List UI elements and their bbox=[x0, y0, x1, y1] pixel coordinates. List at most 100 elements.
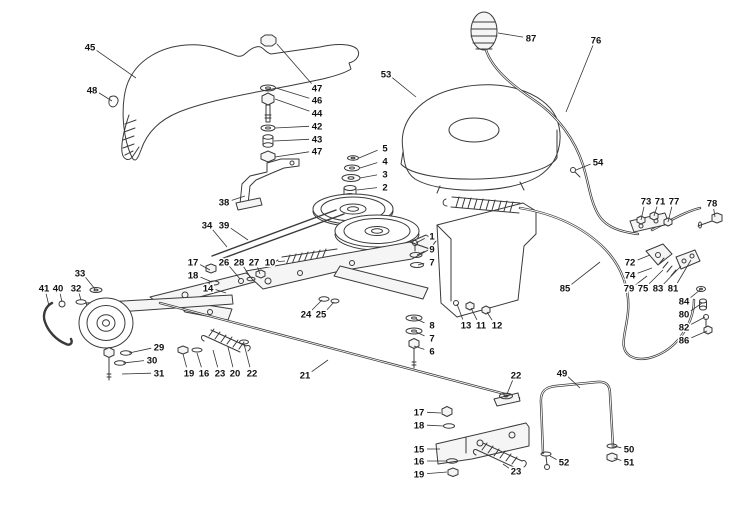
leader-line-75 bbox=[648, 269, 664, 285]
callout-47: 47 bbox=[312, 84, 323, 95]
leader-line-76 bbox=[565, 45, 594, 113]
callout-5: 5 bbox=[382, 144, 388, 155]
callout-18: 18 bbox=[188, 271, 199, 282]
belt-cover bbox=[400, 84, 561, 194]
callout-30: 30 bbox=[147, 356, 158, 367]
leader-line-47 bbox=[274, 151, 310, 158]
callout-84: 84 bbox=[679, 297, 690, 308]
callout-51: 51 bbox=[624, 458, 635, 469]
callout-53: 53 bbox=[381, 70, 392, 81]
leader-line-85 bbox=[571, 261, 601, 285]
support-bracket bbox=[235, 158, 300, 211]
callout-28: 28 bbox=[234, 258, 245, 269]
callout-43: 43 bbox=[312, 135, 323, 146]
callout-34: 34 bbox=[202, 221, 213, 232]
callout-13: 13 bbox=[461, 321, 472, 332]
callout-22: 22 bbox=[511, 371, 522, 382]
leader-line-5 bbox=[358, 149, 378, 159]
callout-73: 73 bbox=[641, 197, 652, 208]
callout-7: 7 bbox=[429, 258, 434, 269]
leader-line-46 bbox=[275, 87, 310, 99]
callout-86: 86 bbox=[679, 336, 690, 347]
callout-1: 1 bbox=[429, 232, 435, 243]
callout-9: 9 bbox=[429, 245, 434, 256]
callout-48: 48 bbox=[87, 86, 98, 97]
leader-line-84 bbox=[690, 289, 701, 298]
callout-71: 71 bbox=[655, 197, 666, 208]
leader-line-24 bbox=[311, 299, 323, 311]
rear-spring bbox=[473, 442, 527, 469]
leader-line-77 bbox=[667, 206, 673, 223]
cable-end-fittings bbox=[696, 286, 713, 335]
belt-guard-cover bbox=[121, 44, 360, 161]
callout-29: 29 bbox=[154, 343, 165, 354]
leader-line-29 bbox=[128, 347, 152, 354]
callout-33: 33 bbox=[75, 269, 86, 280]
idler-pulley bbox=[78, 297, 134, 349]
leader-line-14 bbox=[215, 289, 227, 294]
callout-27: 27 bbox=[249, 258, 260, 269]
callout-82: 82 bbox=[679, 323, 690, 334]
guard-clip bbox=[108, 95, 119, 108]
callout-32: 32 bbox=[71, 284, 82, 295]
leader-line-7 bbox=[417, 262, 425, 266]
leader-line-41 bbox=[45, 293, 50, 307]
leader-line-34 bbox=[212, 229, 228, 248]
leader-line-81 bbox=[676, 259, 692, 284]
leader-line-87 bbox=[497, 32, 524, 38]
leader-line-74 bbox=[637, 267, 653, 274]
leader-line-21 bbox=[311, 359, 329, 373]
leader-line-2 bbox=[356, 187, 378, 191]
callout-12: 12 bbox=[492, 321, 503, 332]
leader-line-86 bbox=[691, 330, 708, 339]
leader-line-52 bbox=[549, 455, 557, 460]
callout-80: 80 bbox=[679, 310, 690, 321]
callout-49: 49 bbox=[557, 369, 568, 380]
leader-line-32 bbox=[78, 293, 82, 301]
leader-line-23 bbox=[502, 463, 510, 469]
u-shaped-rod bbox=[539, 380, 615, 455]
leader-line-23 bbox=[212, 349, 219, 368]
leader-line-33 bbox=[85, 277, 96, 290]
callout-10: 10 bbox=[265, 258, 276, 269]
u-rod-fasteners bbox=[540, 443, 618, 470]
leader-line-47 bbox=[276, 43, 312, 84]
callout-22: 22 bbox=[247, 369, 258, 380]
engagement-rod bbox=[484, 48, 702, 236]
leader-line-9 bbox=[416, 250, 425, 256]
leader-line-30 bbox=[122, 360, 145, 364]
callout-47: 47 bbox=[312, 147, 323, 158]
idler-fasteners bbox=[58, 287, 249, 381]
callout-23: 23 bbox=[215, 369, 226, 380]
callout-85: 85 bbox=[560, 284, 571, 295]
leader-line-18 bbox=[426, 424, 444, 427]
callout-15: 15 bbox=[414, 445, 425, 456]
callout-81: 81 bbox=[668, 284, 679, 295]
leader-line-71 bbox=[653, 206, 658, 217]
callout-18: 18 bbox=[414, 421, 425, 432]
callout-40: 40 bbox=[53, 284, 64, 295]
callout-14: 14 bbox=[203, 284, 214, 295]
leader-line-19 bbox=[426, 471, 448, 474]
callout-74: 74 bbox=[625, 271, 636, 282]
leader-line-22 bbox=[243, 343, 251, 368]
leader-line-18 bbox=[200, 276, 213, 283]
callout-87: 87 bbox=[526, 34, 537, 45]
callout-46: 46 bbox=[312, 96, 323, 107]
leader-line-10 bbox=[277, 260, 286, 262]
callout-41: 41 bbox=[39, 284, 50, 295]
callout-17: 17 bbox=[414, 408, 425, 419]
callout-39: 39 bbox=[219, 221, 230, 232]
pulley-spacer-stack bbox=[341, 155, 361, 199]
leader-line-25 bbox=[326, 301, 335, 311]
callout-42: 42 bbox=[312, 122, 323, 133]
leader-line-6 bbox=[413, 345, 425, 350]
callout-8: 8 bbox=[429, 321, 434, 332]
guard-fastener-stack bbox=[260, 34, 277, 163]
leader-line-83 bbox=[663, 265, 682, 285]
callout-50: 50 bbox=[624, 445, 635, 456]
engagement-bracket bbox=[436, 202, 537, 318]
leader-line-49 bbox=[567, 376, 581, 389]
callout-21: 21 bbox=[300, 371, 311, 382]
